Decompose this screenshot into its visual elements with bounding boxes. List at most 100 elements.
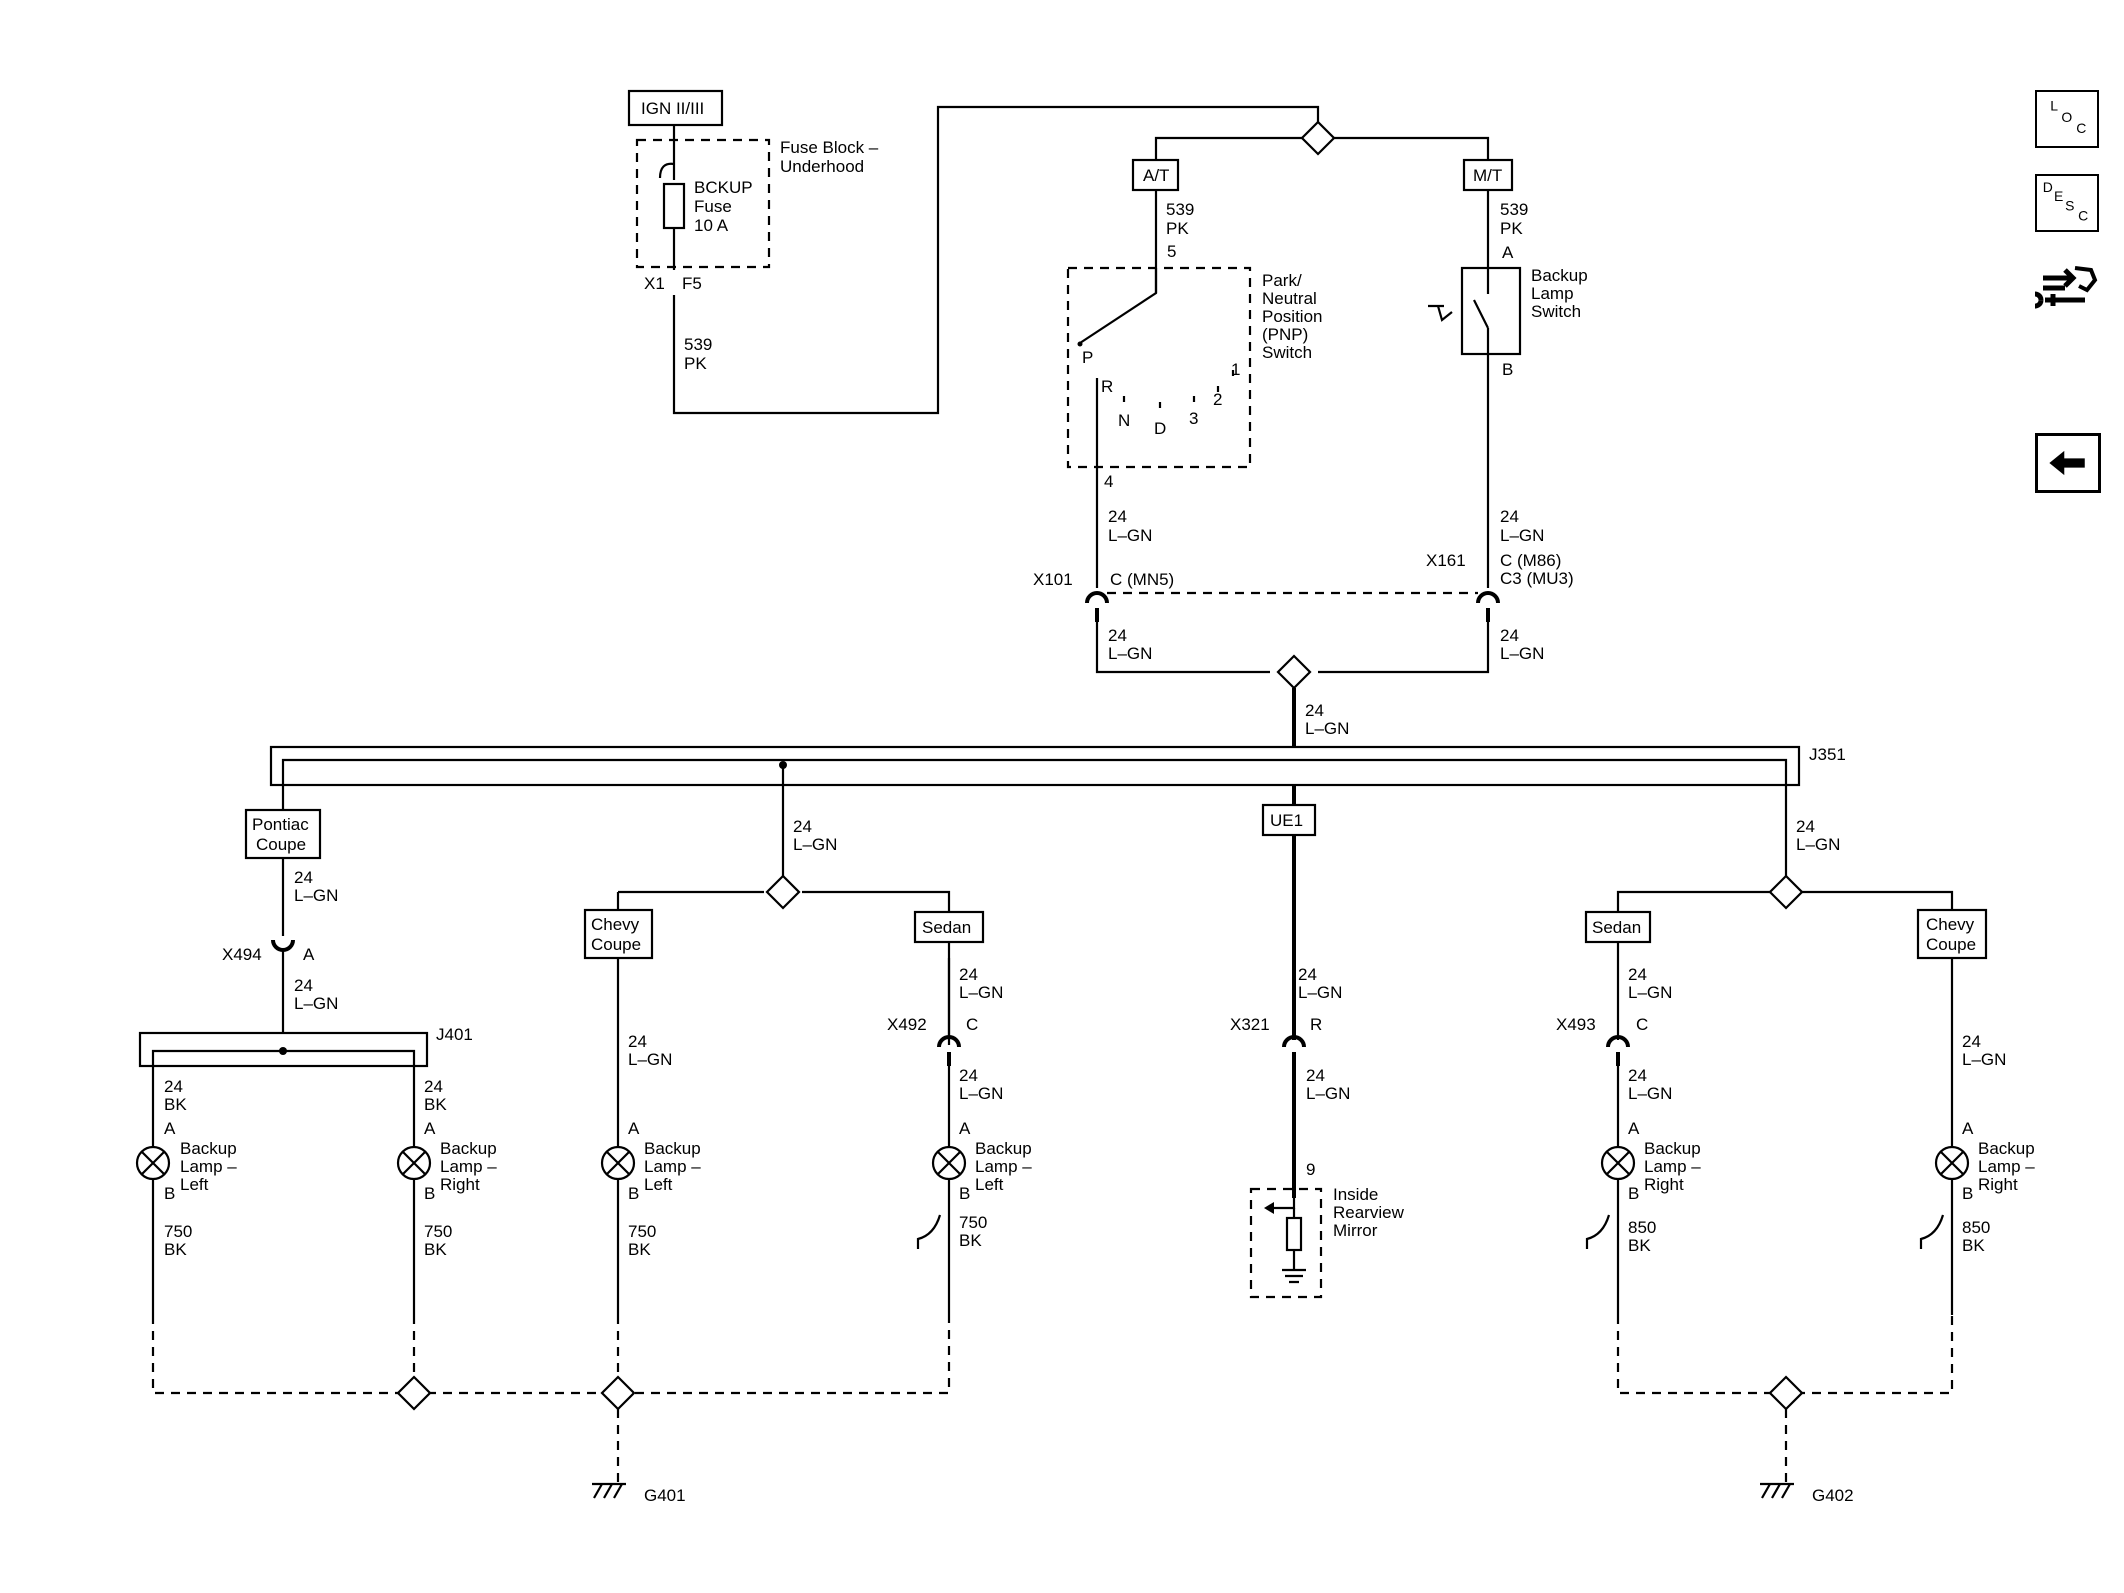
connector-x101 <box>1085 591 1109 604</box>
lamp-pin: A <box>1962 1119 1974 1138</box>
option-label: Chevy <box>591 915 640 934</box>
wire-label: 24 <box>1108 626 1127 645</box>
wire-label: L–GN <box>1500 644 1544 663</box>
mirror-pin-9: 9 <box>1306 1160 1315 1179</box>
backup-lamp-left-sedan <box>931 1145 967 1181</box>
wire-label: BK <box>959 1231 982 1250</box>
lamp-label: Backup <box>1978 1139 2035 1158</box>
wire-label: 24 <box>1306 1066 1325 1085</box>
lamp-label: Lamp – <box>1644 1157 1701 1176</box>
switch-label: Lamp <box>1531 284 1574 303</box>
wire-label: BK <box>164 1240 187 1259</box>
lamp-pin: A <box>628 1119 640 1138</box>
lamp-label: Lamp – <box>440 1157 497 1176</box>
switch-label: Backup <box>1531 266 1588 285</box>
wire-label: 24 <box>1298 965 1317 984</box>
backup-lamp-switch <box>1460 266 1522 356</box>
lamp-label: Left <box>180 1175 209 1194</box>
wire-label: 24 <box>424 1077 443 1096</box>
ground-g401-label: G401 <box>644 1486 686 1505</box>
fuse-terminal-icon <box>658 162 675 179</box>
wire-label: L–GN <box>294 994 338 1013</box>
wire-label: L–GN <box>294 886 338 905</box>
lamp-label: Left <box>644 1175 673 1194</box>
connector-x161-pin: C3 (MU3) <box>1500 569 1574 588</box>
ign-label: IGN II/III <box>641 99 704 118</box>
j351-label: J351 <box>1809 745 1846 764</box>
svg-text:E: E <box>2054 188 2063 204</box>
wire-label: 24 <box>1628 1066 1647 1085</box>
lamp-pin: A <box>164 1119 176 1138</box>
backup-lamp-left-pontiac <box>135 1145 171 1181</box>
pnp-pos-3: 3 <box>1189 409 1198 428</box>
wire-label: L–GN <box>1500 526 1544 545</box>
wire-label: 539 <box>1166 200 1194 219</box>
ground-icon-g402 <box>1760 1482 1794 1499</box>
pnp-pos-n: N <box>1118 411 1130 430</box>
svg-text:O: O <box>2061 109 2072 125</box>
fuse-pin-f5: F5 <box>682 274 702 293</box>
wire-label: BK <box>164 1095 187 1114</box>
pnp-switch-outline <box>1066 266 1252 469</box>
wire-label: L–GN <box>1796 835 1840 854</box>
wire-label: 24 <box>1796 817 1815 836</box>
option-pontiac-coupe <box>244 808 322 860</box>
connector-x492-pin: C <box>966 1015 978 1034</box>
connector-x494-pin: A <box>303 945 315 964</box>
lamp-pin: B <box>1962 1184 1973 1203</box>
wire-label: L–GN <box>1298 983 1342 1002</box>
splice-left-branch <box>765 874 801 910</box>
connector-x492 <box>937 1035 961 1048</box>
shielded-ground-icon <box>916 1214 942 1249</box>
shielded-ground-icon <box>1919 1214 1945 1249</box>
wire-label: BK <box>1628 1236 1651 1255</box>
connector-x492-label: X492 <box>887 1015 927 1034</box>
pnp-pos-d: D <box>1154 419 1166 438</box>
wire-label: 24 <box>1108 507 1127 526</box>
switch-pin-b: B <box>1502 360 1513 379</box>
fuse-block-outline <box>635 138 771 269</box>
wire-label: L–GN <box>1306 1084 1350 1103</box>
splice-ground-right <box>1768 1375 1804 1411</box>
lamp-pin: A <box>424 1119 436 1138</box>
mt-option-label: M/T <box>1473 166 1502 185</box>
connector-x494-label: X494 <box>222 945 262 964</box>
splice-ground-left-1 <box>396 1375 432 1411</box>
pnp-label: Park/ <box>1262 271 1302 290</box>
pnp-pos-1: 1 <box>1231 360 1240 379</box>
wire-label: L–GN <box>959 1084 1003 1103</box>
connector-x321 <box>1282 1035 1306 1048</box>
backup-lamp-right-sedan <box>1600 1145 1636 1181</box>
shielded-ground-icon <box>1585 1214 1611 1249</box>
pnp-switch-contact <box>1079 268 1158 344</box>
lamp-pin: B <box>424 1184 435 1203</box>
backup-lamp-left-chevy <box>600 1145 636 1181</box>
connector-x493-pin: C <box>1636 1015 1648 1034</box>
mirror-ground-icon <box>1282 1250 1306 1284</box>
lamp-pin: A <box>959 1119 971 1138</box>
connector-x161 <box>1476 591 1500 604</box>
lamp-label: Lamp – <box>975 1157 1032 1176</box>
mirror-resistor-icon <box>1285 1216 1303 1252</box>
j401-label: J401 <box>436 1025 473 1044</box>
wire-label: PK <box>1166 219 1189 238</box>
wire-label: 24 <box>294 868 313 887</box>
ign-label-box <box>627 89 724 127</box>
fuse-label-1: BCKUP <box>694 178 753 197</box>
inside-rearview-mirror <box>1249 1187 1323 1299</box>
mechanical-actuator-icon <box>1428 304 1453 322</box>
connector-x101-pin: C (MN5) <box>1110 570 1174 589</box>
lamp-label: Lamp – <box>1978 1157 2035 1176</box>
wire-label: L–GN <box>959 983 1003 1002</box>
back-arrow-icon[interactable] <box>2035 433 2101 493</box>
wire-label: BK <box>1962 1236 1985 1255</box>
lamp-label: Lamp – <box>644 1157 701 1176</box>
lamp-label: Backup <box>644 1139 701 1158</box>
wire-label: 750 <box>628 1222 656 1241</box>
connector-tools-icon[interactable] <box>2035 260 2099 318</box>
wire-label: 750 <box>959 1213 987 1232</box>
option-label: Pontiac <box>252 815 309 834</box>
